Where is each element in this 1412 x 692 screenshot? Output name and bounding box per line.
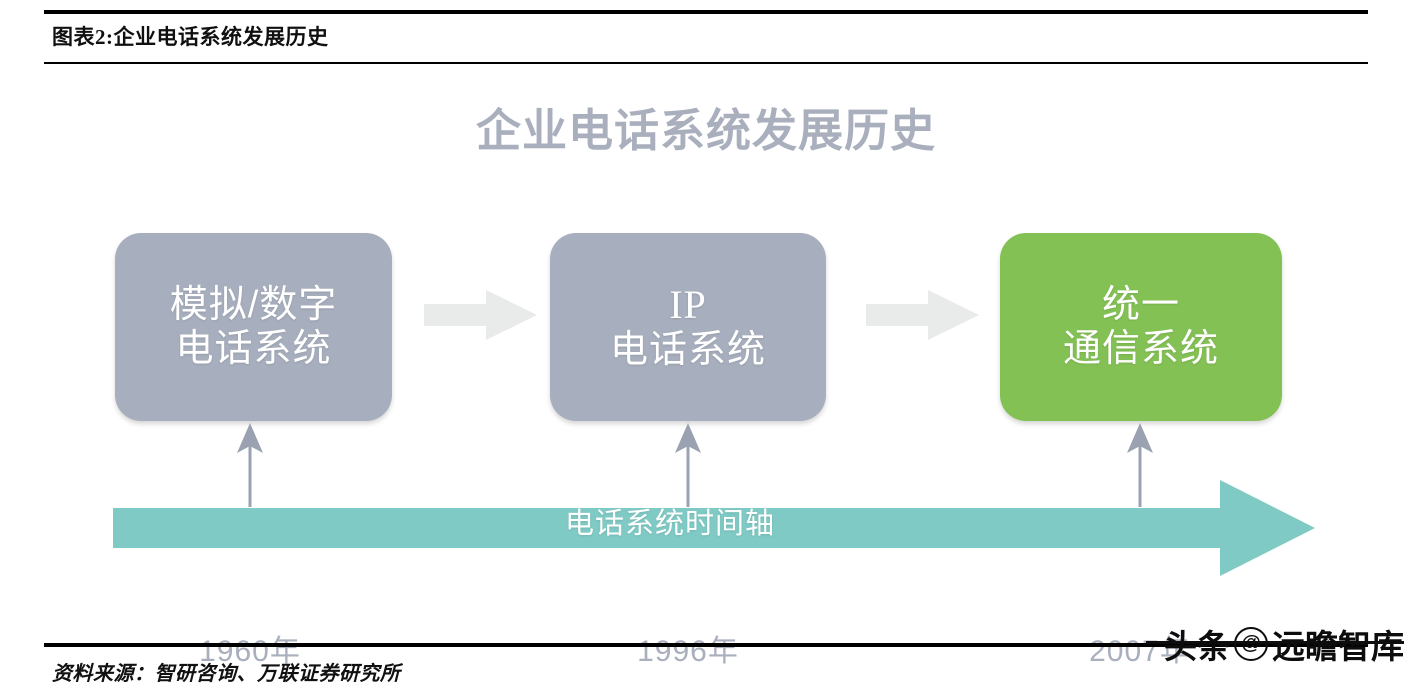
year-label: 1960年 xyxy=(199,635,301,668)
header-rule-top xyxy=(44,10,1368,14)
stage-label-line-1: IP xyxy=(669,281,707,327)
stage-label-line-2: 电话系统 xyxy=(175,328,332,370)
stage-label-line-2: 电话系统 xyxy=(609,329,766,372)
timeline-label: 电话系统时间轴 xyxy=(564,508,775,540)
figure-caption: 图表2:企业电话系统发展历史 xyxy=(52,25,329,49)
header-rule-bottom xyxy=(44,62,1368,64)
figure-header: 图表2:企业电话系统发展历史 xyxy=(44,10,1368,64)
stage-label-line-2: 通信系统 xyxy=(1062,328,1219,370)
watermark-brand: 头条 xyxy=(1164,628,1230,665)
year-label: 2007年 xyxy=(1089,635,1191,668)
timeline-tick-up-arrow-icon xyxy=(1122,423,1158,507)
watermark: 头条 @ 远瞻智库 xyxy=(1146,620,1404,668)
timeline-right-arrow xyxy=(110,480,1315,576)
diagram-title: 企业电话系统发展历史 xyxy=(475,105,936,156)
source-note: 资料来源：智研咨询、万联证券研究所 xyxy=(52,663,401,685)
chevron-right-arrow-icon xyxy=(424,290,537,340)
at-sign-icon: @ xyxy=(1234,627,1268,661)
stage-label-line-1: 模拟/数字 xyxy=(169,283,338,326)
stage-box-unified-communications[interactable]: 统一 通信系统 xyxy=(1000,233,1282,421)
footer-rule-top xyxy=(44,643,1368,647)
diagram-canvas: 企业电话系统发展历史 模拟/数字 电话系统 IP 电话系统 统一 通信系统 xyxy=(0,68,1412,668)
figure-footer: 资料来源：智研咨询、万联证券研究所 xyxy=(44,643,1368,692)
watermark-account: 远瞻智库 xyxy=(1272,628,1404,665)
stage-label-line-1: 统一 xyxy=(1101,283,1180,326)
stage-box-ip-telephony[interactable]: IP 电话系统 xyxy=(550,233,826,421)
timeline-tick-up-arrow-icon xyxy=(232,423,268,507)
timeline-tick-up-arrow-icon xyxy=(670,423,706,507)
year-label: 1996年 xyxy=(637,635,739,668)
chevron-right-arrow-icon xyxy=(866,290,979,340)
watermark-strikethrough xyxy=(1146,641,1404,644)
stage-box-analog-digital[interactable]: 模拟/数字 电话系统 xyxy=(115,233,392,421)
